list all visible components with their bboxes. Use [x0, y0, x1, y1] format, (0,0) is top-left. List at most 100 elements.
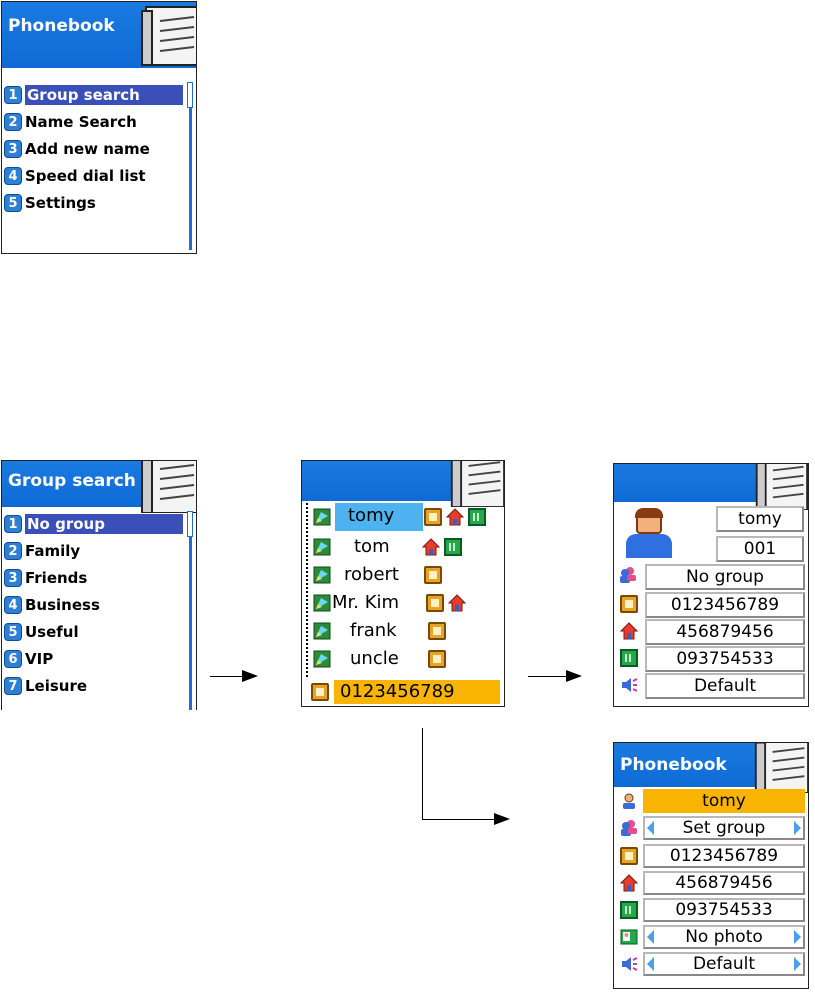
edit-photo-value: No photo	[685, 927, 763, 947]
contact-icon	[313, 538, 331, 556]
group-item-label: VIP	[25, 650, 54, 668]
group-item-label: No group	[25, 514, 183, 534]
detail-group-field: No group	[645, 564, 805, 590]
flow-arrowhead	[494, 813, 510, 825]
mobile-phone-icon	[311, 683, 329, 701]
flow-arrow-vertical	[422, 728, 423, 820]
mobile-phone-icon	[426, 594, 444, 612]
detail-ringtone-field: Default	[645, 673, 805, 699]
chevron-right-icon[interactable]	[794, 957, 801, 971]
group-scrollbar[interactable]	[189, 511, 192, 710]
edit-office-field[interactable]: 093754533	[643, 898, 805, 922]
person-icon	[620, 792, 638, 810]
menu-scrollbar[interactable]	[189, 82, 192, 250]
chevron-right-icon[interactable]	[794, 821, 801, 835]
edit-header: Phonebook	[614, 743, 808, 787]
contact-icon	[313, 622, 331, 640]
number-3-icon: 3	[4, 569, 22, 587]
phonebook-icon	[750, 742, 809, 793]
number-2-icon: 2	[4, 113, 22, 131]
group-item-vip[interactable]: 6 VIP	[2, 646, 53, 672]
number-7-icon: 7	[4, 677, 22, 695]
detail-header	[614, 464, 808, 502]
group-item-no-group[interactable]: 1 No group	[2, 511, 183, 537]
group-item-family[interactable]: 2 Family	[2, 538, 80, 564]
phonebook-icon	[138, 2, 197, 68]
flow-arrow-line	[422, 819, 494, 820]
chevron-left-icon[interactable]	[647, 821, 654, 835]
contact-name: frank	[350, 620, 397, 641]
menu-header: Phonebook	[2, 2, 196, 68]
number-3-icon: 3	[4, 140, 22, 158]
group-item-label: Business	[25, 596, 100, 614]
edit-home-field[interactable]: 456879456	[643, 871, 805, 895]
flow-arrow-line	[528, 676, 566, 677]
flow-arrow-line	[210, 676, 242, 677]
selected-number: 0123456789	[340, 681, 455, 702]
list-left-dots	[306, 503, 308, 703]
office-phone-icon	[620, 649, 638, 667]
group-search-screen: Group search 1 No group 2 Family 3 Frien…	[1, 460, 197, 710]
number-5-icon: 5	[4, 194, 22, 212]
menu-item-add-new-name[interactable]: 3 Add new name	[2, 136, 150, 162]
menu-item-group-search[interactable]: 1 Group search	[2, 82, 183, 108]
edit-ringtone-value: Default	[692, 954, 756, 974]
avatar-hair	[635, 508, 663, 518]
edit-photo-select[interactable]: No photo	[643, 925, 805, 949]
mobile-phone-icon	[620, 847, 638, 865]
number-6-icon: 6	[4, 650, 22, 668]
phonebook-edit-screen: Phonebook tomy Set group 0123456789 4568…	[613, 742, 809, 989]
menu-scrollbar-thumb[interactable]	[187, 82, 193, 108]
contact-name: tomy	[348, 505, 395, 526]
group-scrollbar-thumb[interactable]	[187, 511, 193, 537]
chevron-left-icon[interactable]	[647, 957, 654, 971]
menu-item-label: Settings	[25, 194, 96, 212]
number-4-icon: 4	[4, 596, 22, 614]
group-item-business[interactable]: 4 Business	[2, 592, 100, 618]
edit-group-select[interactable]: Set group	[643, 816, 805, 840]
home-icon	[620, 622, 638, 640]
group-icon	[619, 566, 637, 584]
menu-item-label: Group search	[25, 85, 183, 105]
contact-icon	[313, 566, 331, 584]
group-item-label: Friends	[25, 569, 88, 587]
edit-mobile-field[interactable]: 0123456789	[643, 844, 805, 868]
detail-name-field: tomy	[716, 506, 804, 532]
menu-title: Phonebook	[8, 16, 115, 36]
mobile-phone-icon	[428, 650, 446, 668]
avatar	[624, 508, 676, 558]
contact-icon	[313, 508, 331, 526]
menu-item-speed-dial-list[interactable]: 4 Speed dial list	[2, 163, 146, 189]
group-item-label: Family	[25, 542, 81, 560]
menu-item-label: Name Search	[25, 113, 137, 131]
phonebook-menu-screen: Phonebook 1 Group search 2 Name Search 3…	[1, 1, 197, 254]
detail-home-field: 456879456	[645, 619, 805, 645]
number-2-icon: 2	[4, 542, 22, 560]
menu-item-settings[interactable]: 5 Settings	[2, 190, 96, 216]
edit-title: Phonebook	[620, 755, 727, 775]
office-phone-icon	[468, 508, 486, 526]
number-1-icon: 1	[4, 86, 22, 104]
ringtone-icon	[620, 676, 638, 694]
office-phone-icon	[620, 901, 638, 919]
phonebook-icon	[750, 463, 809, 510]
edit-name-field[interactable]: tomy	[643, 789, 805, 813]
group-item-label: Useful	[25, 623, 79, 641]
menu-item-name-search[interactable]: 2 Name Search	[2, 109, 137, 135]
number-5-icon: 5	[4, 623, 22, 641]
list-header	[302, 461, 504, 501]
group-header: Group search	[2, 461, 196, 507]
edit-ringtone-select[interactable]: Default	[643, 952, 805, 976]
chevron-left-icon[interactable]	[647, 930, 654, 944]
phonebook-icon	[446, 460, 505, 507]
chevron-right-icon[interactable]	[794, 930, 801, 944]
selected-number-highlight	[334, 680, 500, 704]
home-icon	[448, 594, 466, 612]
menu-item-label: Speed dial list	[25, 167, 146, 185]
group-item-useful[interactable]: 5 Useful	[2, 619, 79, 645]
group-item-friends[interactable]: 3 Friends	[2, 565, 87, 591]
group-item-leisure[interactable]: 7 Leisure	[2, 673, 87, 699]
photo-icon	[620, 928, 638, 946]
edit-group-value: Set group	[682, 818, 766, 838]
contact-name: Mr. Kim	[332, 592, 400, 613]
